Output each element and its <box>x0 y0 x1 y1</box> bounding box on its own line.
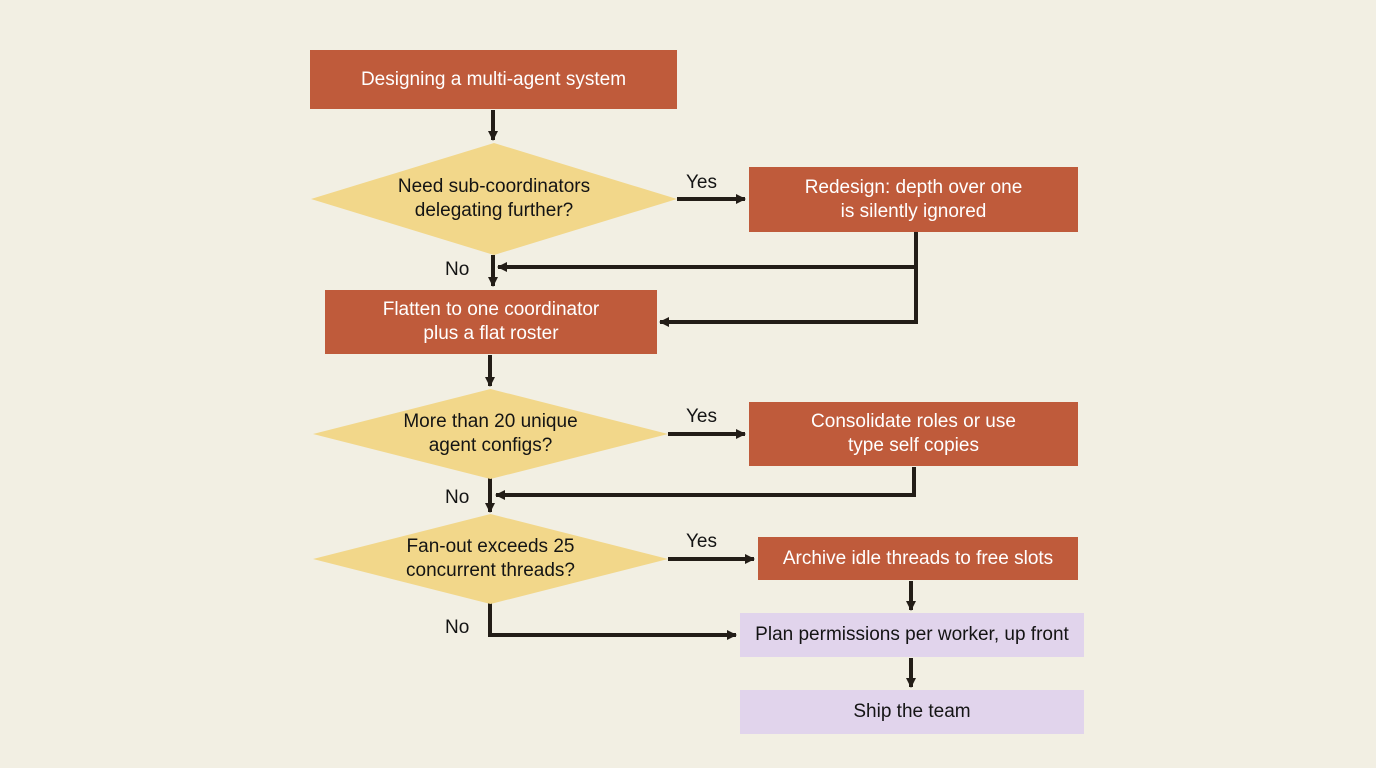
decision3-line2: concurrent threads? <box>406 560 575 581</box>
archive-text: Archive idle threads to free slots <box>782 547 1054 569</box>
arrow-consolidate-merge-line <box>495 467 916 500</box>
start-text: Designing a multi-agent system <box>360 68 627 90</box>
decision2-line2: agent configs? <box>428 435 553 456</box>
flatten-line1: Flatten to one coordinator <box>382 299 600 320</box>
flatten-box: Flatten to one coordinator plus a flat r… <box>325 290 657 354</box>
decision2-line1: More than 20 unique <box>403 411 578 432</box>
flatten-line2: plus a flat roster <box>423 323 559 344</box>
decision-fan-out: Fan-out exceeds 25 concurrent threads? <box>313 514 668 604</box>
permissions-text: Plan permissions per worker, up front <box>755 624 1069 645</box>
start-box: Designing a multi-agent system <box>310 50 677 109</box>
consolidate-box: Consolidate roles or use type self copie… <box>749 402 1078 466</box>
no-label-1: No <box>445 259 470 280</box>
redesign-line2: is silently ignored <box>840 200 987 222</box>
decision-sub-coordinators: Need sub-coordinators delegating further… <box>311 143 677 255</box>
no-label-3: No <box>445 617 470 638</box>
consolidate-line1: Consolidate roles or use <box>811 411 1016 432</box>
diamond-shape <box>311 143 677 255</box>
permissions-box: Plan permissions per worker, up front <box>740 613 1084 657</box>
arrow-redesign-to-flatten <box>659 267 918 327</box>
decision3-line1: Fan-out exceeds 25 <box>406 536 575 557</box>
archive-box: Archive idle threads to free slots <box>758 537 1078 580</box>
decision1-line2: delegating further? <box>414 200 574 221</box>
decision1-line1: Need sub-coordinators <box>397 176 591 197</box>
yes-label-2: Yes <box>686 406 717 427</box>
diamond-shape <box>313 514 668 604</box>
redesign-box: Redesign: depth over one is silently ign… <box>749 167 1078 232</box>
ship-box: Ship the team <box>740 690 1084 734</box>
consolidate-line2: type self copies <box>848 435 979 456</box>
no-label-2: No <box>445 487 470 508</box>
yes-label-1: Yes <box>686 172 717 193</box>
decision-agent-configs: More than 20 unique agent configs? <box>313 389 668 479</box>
arrow-decision3-no-to-permissions <box>488 603 737 640</box>
diamond-shape <box>313 389 668 479</box>
ship-text: Ship the team <box>853 701 971 722</box>
yes-label-3: Yes <box>686 531 717 552</box>
redesign-line1: Redesign: depth over one <box>804 176 1023 198</box>
